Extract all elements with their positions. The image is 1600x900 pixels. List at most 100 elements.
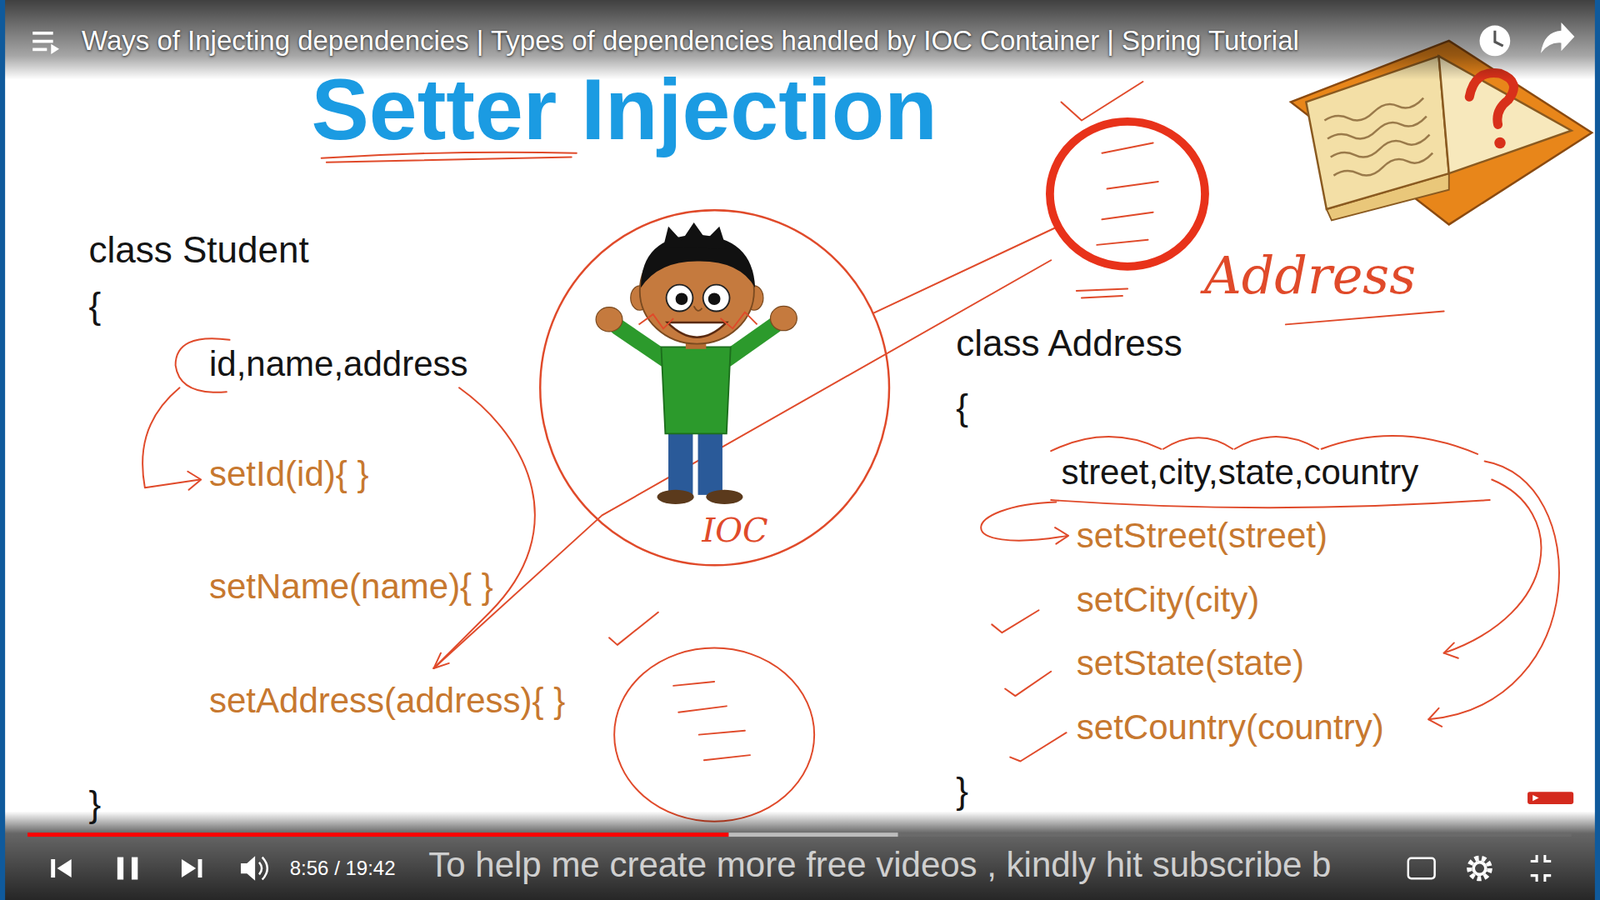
object-circle: Address <box>1045 117 1210 271</box>
class-header: class Student <box>89 229 310 272</box>
player-icon <box>1473 862 1486 875</box>
hand-annotation <box>1428 708 1442 727</box>
book-icon <box>1333 153 1433 176</box>
player-icon <box>32 40 53 44</box>
circle-outline <box>1045 117 1210 271</box>
hand-annotation <box>433 387 535 669</box>
player-icon <box>1408 858 1435 879</box>
player-icon <box>1530 855 1551 882</box>
circle-outline <box>1050 121 1205 267</box>
hand-annotation <box>142 81 1560 822</box>
hand-annotation <box>1050 500 1490 508</box>
book-icon <box>1469 73 1514 125</box>
hand-annotation <box>980 501 1068 540</box>
hand-annotation <box>1321 435 1478 455</box>
hand-annotation <box>1444 480 1542 654</box>
player-icon <box>1540 22 1575 54</box>
player-icon <box>50 859 55 878</box>
brace: } <box>89 783 102 826</box>
player-icon <box>131 857 138 880</box>
hand-annotation <box>991 610 1039 633</box>
hand-annotation <box>1050 436 1161 451</box>
cartoon-boy <box>705 490 743 505</box>
hand-annotation <box>1005 671 1051 696</box>
cartoon-boy <box>703 285 730 312</box>
progress-bar <box>27 832 729 837</box>
hand-annotation <box>1428 460 1560 720</box>
video-frame <box>1595 0 1600 900</box>
player-icon <box>50 44 60 55</box>
player-icon <box>240 855 255 880</box>
player-icon <box>32 31 53 35</box>
slide-heading: Setter Injection <box>310 60 937 160</box>
hand-annotation <box>1163 437 1233 449</box>
setter-method: setId(id){ } <box>209 454 369 495</box>
book-icon <box>1330 135 1430 158</box>
field-list: id,name,address <box>209 344 469 385</box>
handwritten-label: Address <box>1204 250 1416 302</box>
setter-method: setStreet(street) <box>1076 515 1328 556</box>
progress-bar <box>27 832 1572 837</box>
cartoon-boy <box>595 222 797 505</box>
video-frame <box>0 0 1600 80</box>
class-header: class Address <box>955 322 1182 365</box>
player-icon <box>1532 795 1539 801</box>
subtitle-caption: To help me create more free videos , kin… <box>428 845 1331 885</box>
field-list: street,city,state,country <box>1060 452 1419 493</box>
progress-bar <box>728 832 898 837</box>
player-icon <box>1495 30 1504 46</box>
cartoon-boy <box>708 292 721 305</box>
video-frame <box>0 810 1600 900</box>
hand-annotation <box>609 612 659 645</box>
book-icon <box>1494 137 1505 149</box>
hand-annotation <box>326 157 572 163</box>
hand-annotation <box>433 653 449 669</box>
setter-method: setState(state) <box>1076 643 1305 684</box>
brace: } <box>955 770 969 813</box>
video-frame <box>0 0 5 900</box>
setter-method: setName(name){ } <box>209 566 494 607</box>
book-icon <box>1324 98 1424 121</box>
player-icon <box>32 48 47 52</box>
brace: { <box>89 285 102 328</box>
hand-annotation <box>1235 436 1319 450</box>
cartoon-boy <box>667 322 727 338</box>
cartoon-boy <box>639 312 758 330</box>
cartoon-boy <box>698 431 723 495</box>
setter-method: setCity(city) <box>1076 580 1260 620</box>
progress-bar <box>27 832 1572 837</box>
hand-annotation <box>1060 81 1143 121</box>
cartoon-boy <box>663 222 727 250</box>
connector-line <box>873 228 1055 314</box>
time-readout: 8:56 / 19:42 <box>290 856 396 880</box>
cartoon-boy <box>668 431 693 495</box>
player-icon <box>1480 25 1511 57</box>
cartoon-boy <box>675 292 689 305</box>
player-icon <box>181 859 196 878</box>
cartoon-boy <box>694 305 703 311</box>
circle-outline <box>540 210 890 565</box>
cartoon-boy <box>770 305 797 330</box>
hand-annotation <box>175 338 230 393</box>
cartoon-boy <box>595 307 623 332</box>
player-icon <box>259 857 268 880</box>
cartoon-boy <box>657 490 695 505</box>
cartoon-boy <box>617 326 666 360</box>
book-icon <box>1327 116 1427 140</box>
ioc-container-circle: IOC <box>539 209 890 567</box>
setter-method: setAddress(address){ } <box>209 680 565 721</box>
hand-annotation <box>1010 732 1066 761</box>
cartoon-boy <box>660 346 730 434</box>
circle-outline <box>539 209 890 567</box>
player-icon <box>32 22 1575 882</box>
hand-annotation <box>187 471 201 490</box>
player-icon <box>198 859 203 878</box>
setter-method: setCountry(country) <box>1076 707 1385 748</box>
cartoon-boy <box>666 285 694 312</box>
hand-annotation <box>1444 642 1459 658</box>
brace: { <box>955 386 969 430</box>
hand-annotation <box>1096 142 1158 245</box>
